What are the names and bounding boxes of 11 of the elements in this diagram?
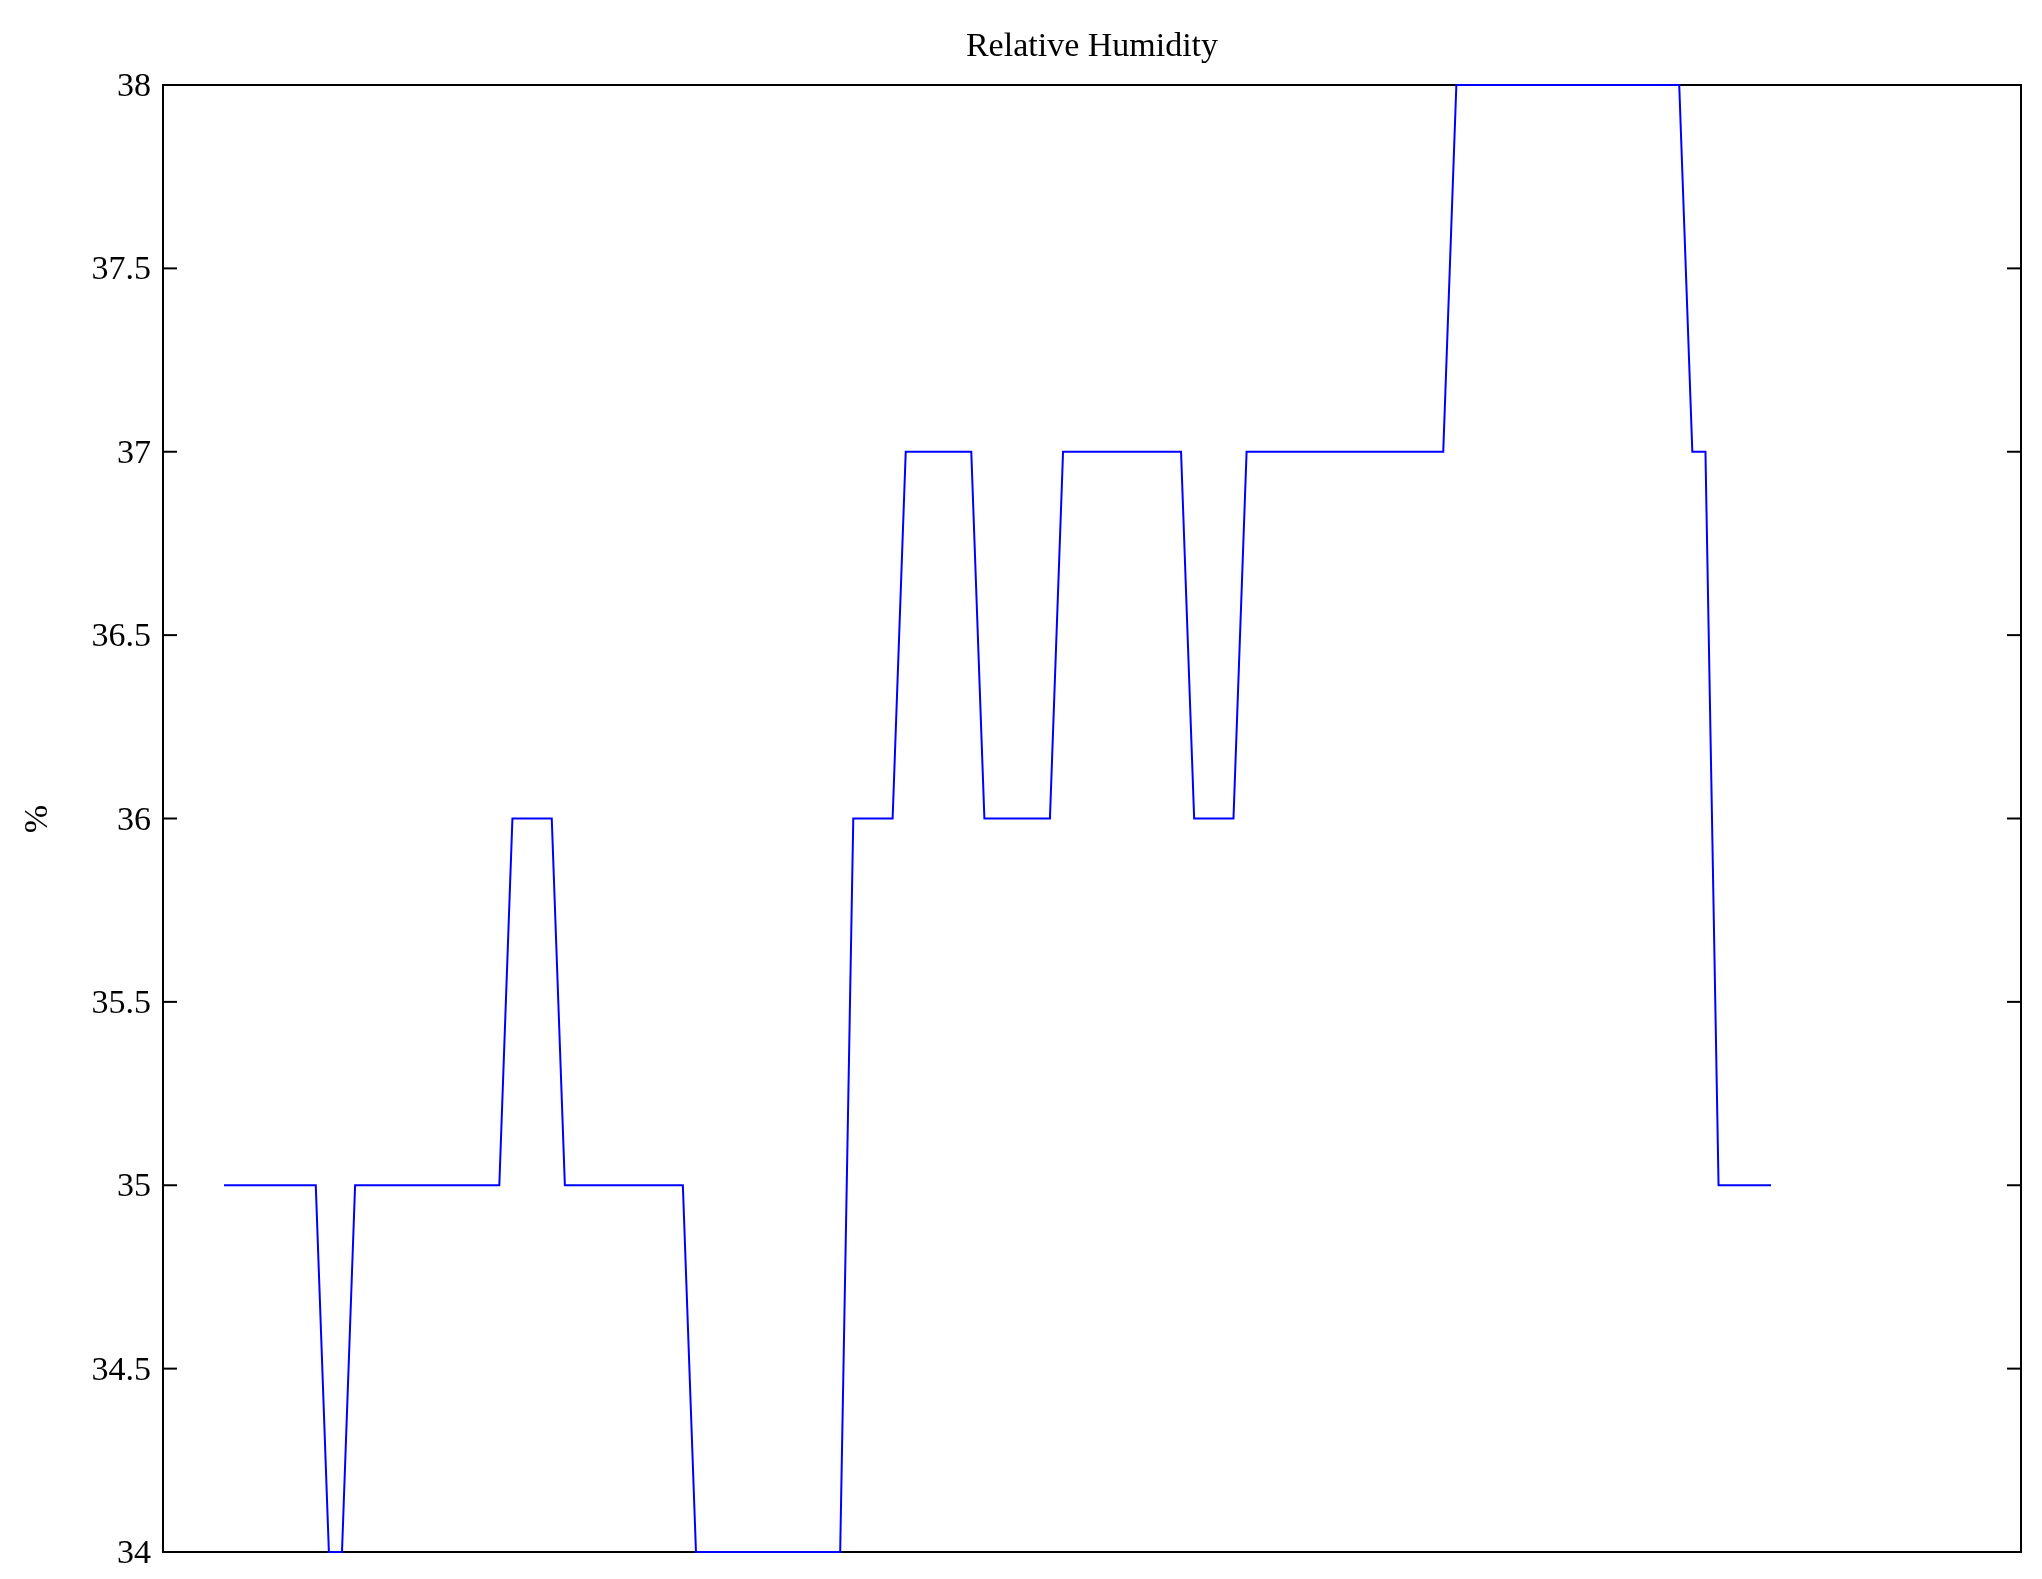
- tick-label: 37: [117, 434, 151, 469]
- tick-label: 36.5: [91, 618, 151, 653]
- axis-label: %: [19, 804, 54, 833]
- tick-label: 35: [117, 1168, 151, 1203]
- tick-label: 38: [117, 68, 151, 102]
- tick-label: 37.5: [91, 251, 151, 286]
- chart-title: Relative Humidity: [965, 28, 1219, 62]
- tick-label: 34.5: [91, 1351, 151, 1386]
- tick-label: 35.5: [91, 984, 151, 1019]
- tick-label: 36: [117, 801, 151, 836]
- tick-label: 34: [117, 1535, 151, 1569]
